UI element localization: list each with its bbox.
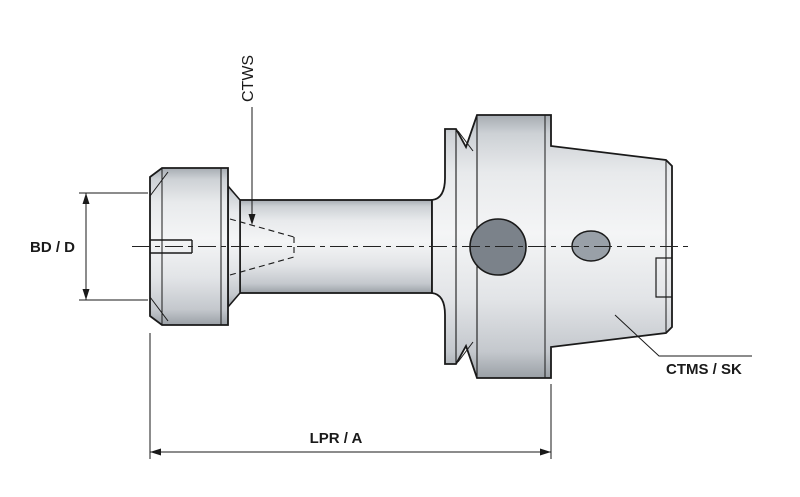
knurl-line-bottom (149, 296, 169, 322)
drive-slot-line (655, 257, 672, 298)
label-bd-d: BD / D (30, 239, 75, 256)
label-ctms-sk: CTMS / SK (666, 361, 742, 378)
dim-bd-d-arrow-bottom (82, 289, 90, 300)
groove-detail-line-bottom (457, 341, 474, 363)
label-ctws: CTWS (240, 55, 257, 102)
leader-ctms-sk-line (614, 314, 752, 357)
knurl-line-top (149, 171, 169, 197)
groove-detail-line-top (457, 130, 474, 152)
label-lpr-a: LPR / A (310, 430, 363, 447)
dim-lpr-a-arrow-left (150, 448, 161, 456)
leader-ctws-arrow (248, 214, 256, 225)
dim-bd-d-arrow-top (82, 193, 90, 204)
dim-lpr-a-arrow-right (540, 448, 551, 456)
hidden-collet-taper-line (229, 218, 295, 276)
